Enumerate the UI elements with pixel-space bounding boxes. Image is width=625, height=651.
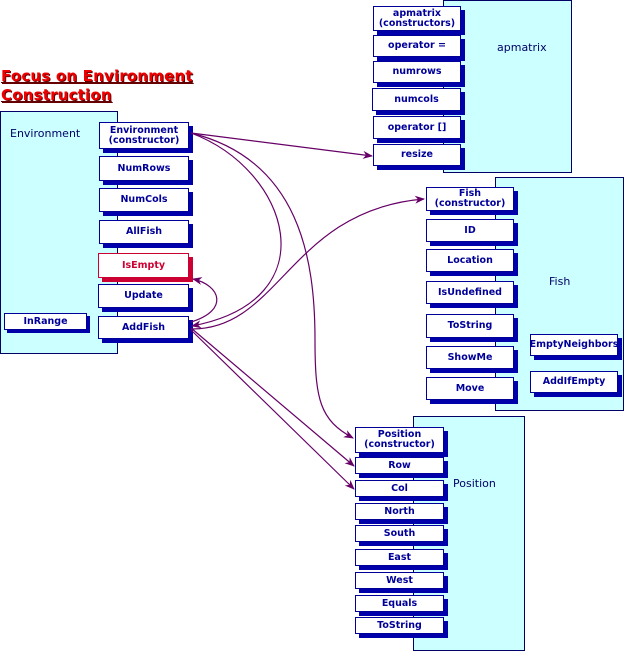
method-label: resize xyxy=(400,149,433,160)
environment-inrange-method[interactable]: InRange xyxy=(4,313,87,330)
environment-numrows-method[interactable]: NumRows xyxy=(99,156,189,181)
fish-class-label: Fish xyxy=(549,275,571,288)
fish-tostring-method[interactable]: ToString xyxy=(426,314,514,338)
position-south-method[interactable]: South xyxy=(355,525,444,542)
position-east-method[interactable]: East xyxy=(355,549,444,566)
method-label: ShowMe xyxy=(447,351,493,363)
apmatrix-operator-assign-method[interactable]: operator = xyxy=(373,35,461,57)
environment-isempty-method[interactable]: IsEmpty xyxy=(98,253,189,278)
environment-addfish-method[interactable]: AddFish xyxy=(98,316,189,339)
environment-constructor-method[interactable]: Environment (constructor) xyxy=(99,122,189,149)
method-label: apmatrix (constructors) xyxy=(378,7,456,29)
arrow-addfish-to-isempty xyxy=(190,277,218,323)
method-label: ToString xyxy=(377,619,422,631)
method-label: Location xyxy=(447,254,493,266)
position-col-method[interactable]: Col xyxy=(355,480,444,497)
arrow-addfish-to-row xyxy=(190,327,355,467)
method-label: AddFish xyxy=(121,321,166,333)
method-label: IsUndefined xyxy=(438,286,502,298)
diagram-title: Focus on Environment Construction xyxy=(1,67,193,105)
fish-constructor-method[interactable]: Fish (constructor) xyxy=(426,187,514,211)
method-label: East xyxy=(387,551,412,563)
fish-location-method[interactable]: Location xyxy=(426,249,514,272)
fish-isundefined-method[interactable]: IsUndefined xyxy=(426,281,514,304)
arrow-fish-ctor-to-addfish xyxy=(190,195,425,330)
position-class-label: Position xyxy=(453,477,496,490)
method-label: Update xyxy=(124,290,163,301)
arrow-env-ctor-to-addfish xyxy=(190,132,282,329)
apmatrix-numrows-method[interactable]: numrows xyxy=(373,61,461,83)
method-label: EmptyNeighbors xyxy=(529,339,619,350)
title-line-2: Construction xyxy=(1,86,112,104)
method-label: NumRows xyxy=(117,162,171,174)
fish-emptyneighbors-method[interactable]: EmptyNeighbors xyxy=(530,334,618,356)
method-label: operator = xyxy=(388,40,446,51)
environment-update-method[interactable]: Update xyxy=(98,284,189,308)
method-label: South xyxy=(383,527,416,539)
arrow-addfish-to-col xyxy=(190,329,355,490)
method-label: Equals xyxy=(381,597,418,609)
apmatrix-resize-method[interactable]: resize xyxy=(373,144,461,166)
environment-class-label: Environment xyxy=(10,127,81,140)
method-label: Fish (constructor) xyxy=(434,188,506,209)
title-line-1: Focus on Environment xyxy=(1,67,193,85)
environment-allfish-method[interactable]: AllFish xyxy=(99,220,189,244)
position-row-method[interactable]: Row xyxy=(355,457,444,474)
method-label: Position (constructor) xyxy=(364,429,435,450)
arrow-env-ctor-to-position-ctor xyxy=(190,132,354,439)
arrow-env-ctor-to-resize xyxy=(190,132,373,159)
method-label: North xyxy=(384,505,415,517)
fish-move-method[interactable]: Move xyxy=(426,377,514,400)
method-label: numrows xyxy=(392,66,442,77)
method-label: Move xyxy=(455,382,485,394)
method-label: Col xyxy=(391,482,408,494)
position-tostring-method[interactable]: ToString xyxy=(355,617,444,634)
method-label: operator [] xyxy=(387,121,447,133)
method-label: AddIfEmpty xyxy=(542,376,606,387)
method-label: Environment (constructor) xyxy=(108,124,180,146)
method-label: numcols xyxy=(394,93,439,105)
method-label: IsEmpty xyxy=(121,259,166,271)
apmatrix-numcols-method[interactable]: numcols xyxy=(372,88,461,111)
position-west-method[interactable]: West xyxy=(355,572,444,589)
method-label: AllFish xyxy=(125,226,163,237)
method-label: West xyxy=(386,574,413,586)
fish-showme-method[interactable]: ShowMe xyxy=(426,346,514,369)
fish-id-method[interactable]: ID xyxy=(426,219,514,242)
position-equals-method[interactable]: Equals xyxy=(355,595,444,612)
position-constructor-method[interactable]: Position (constructor) xyxy=(355,427,444,453)
fish-addifempty-method[interactable]: AddIfEmpty xyxy=(530,371,618,393)
method-label: NumCols xyxy=(120,194,168,205)
environment-numcols-method[interactable]: NumCols xyxy=(99,188,189,212)
method-label: ID xyxy=(464,224,476,236)
method-label: InRange xyxy=(23,315,68,327)
method-label: Row xyxy=(388,459,411,471)
position-north-method[interactable]: North xyxy=(355,503,444,520)
apmatrix-class-panel xyxy=(443,0,572,173)
apmatrix-class-label: apmatrix xyxy=(497,41,547,54)
apmatrix-operator-index-method[interactable]: operator [] xyxy=(373,116,461,139)
method-label: ToString xyxy=(447,320,493,331)
apmatrix-constructors-method[interactable]: apmatrix (constructors) xyxy=(373,6,461,31)
